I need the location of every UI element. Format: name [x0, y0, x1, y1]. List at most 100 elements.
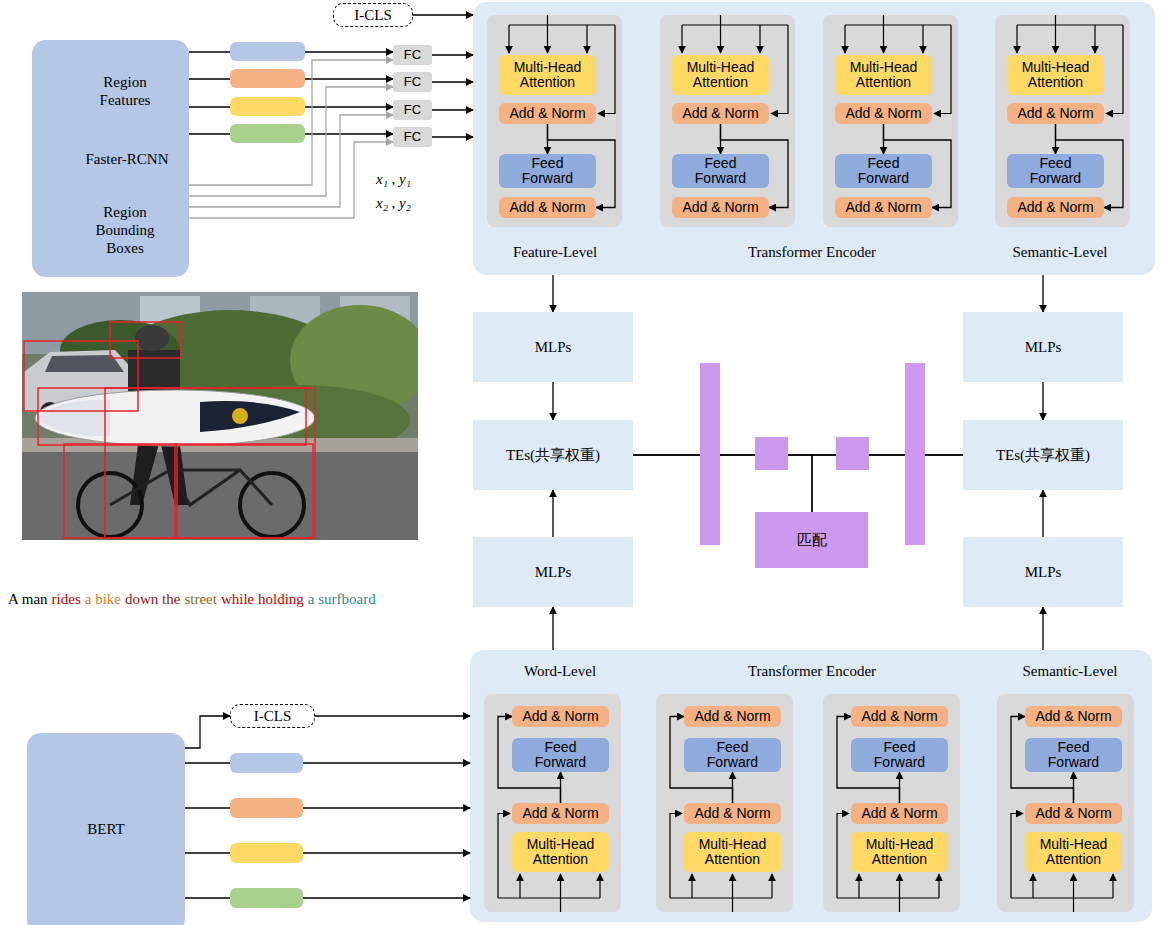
- connector: [1042, 382, 1043, 420]
- node-label: Add & Norm: [1035, 806, 1111, 821]
- mlp-box: MLPs: [473, 312, 633, 382]
- node-label: Add & Norm: [861, 709, 937, 724]
- word-token: [230, 843, 303, 863]
- connector: [670, 717, 733, 804]
- encoder-panel: Feature-LevelTransformer EncoderSemantic…: [473, 2, 1155, 275]
- add-norm-box: Add & Norm: [851, 706, 948, 727]
- node-label: Feed Forward: [681, 156, 761, 187]
- add-norm-box: Add & Norm: [672, 197, 769, 218]
- text-slot: Region Bounding Boxes: [85, 203, 165, 257]
- node-label: Add & Norm: [1035, 709, 1111, 724]
- node-label: Multi-Head Attention: [687, 837, 779, 868]
- node-label: 匹配: [797, 531, 827, 549]
- node-label: Word-Level: [524, 662, 596, 680]
- matching-box: 匹配: [755, 512, 868, 568]
- bike-frame: [110, 470, 272, 505]
- coordinate-label: x₂ , y₂: [376, 194, 411, 212]
- feed-forward-box: Feed Forward: [851, 738, 948, 772]
- add-norm-box: Add & Norm: [684, 803, 781, 824]
- word-token: [230, 753, 303, 773]
- cls-token: I-CLS: [333, 3, 413, 27]
- add-norm-box: Add & Norm: [835, 197, 932, 218]
- matching-bar: [700, 363, 720, 545]
- fc-box: FC: [393, 45, 432, 65]
- node-label: Add & Norm: [522, 709, 598, 724]
- connector: [185, 716, 230, 748]
- region-box: [175, 444, 313, 538]
- add-norm-box: Add & Norm: [672, 103, 769, 124]
- node-label: Feed Forward: [1016, 156, 1096, 187]
- connector: [432, 109, 473, 110]
- add-norm-box: Add & Norm: [1025, 706, 1122, 727]
- add-norm-box: Add & Norm: [1025, 803, 1122, 824]
- node-label: FC: [404, 130, 421, 144]
- matching-bar: [905, 363, 925, 545]
- connector: [432, 54, 473, 55]
- node-label: Transformer Encoder: [748, 662, 876, 680]
- feature-token: [230, 97, 305, 116]
- coordinate-label: x₁ , y₁: [376, 170, 411, 188]
- text-slot: Region Features: [85, 73, 165, 109]
- node-label: TEs(共享权重): [996, 446, 1090, 464]
- node-label: Multi-Head Attention: [515, 837, 607, 868]
- caption-word: a surfboard: [308, 590, 376, 608]
- node-label: Add & Norm: [522, 806, 598, 821]
- node-label: MLPs: [535, 563, 572, 581]
- node-label: Add & Norm: [682, 200, 758, 215]
- connector: [837, 717, 900, 804]
- residual-wires: [498, 814, 600, 913]
- attention-box: Multi-Head Attention: [835, 55, 932, 95]
- connector: [1011, 717, 1074, 804]
- residual-wires: [837, 814, 939, 913]
- add-norm-box: Add & Norm: [1007, 197, 1104, 218]
- region-box: [64, 444, 177, 538]
- node-label: I-CLS: [254, 707, 292, 725]
- encoder-panel: Word-LevelTransformer EncoderSemantic-Le…: [470, 650, 1152, 922]
- node-label: Multi-Head Attention: [502, 60, 594, 91]
- node-label: Feed Forward: [1034, 740, 1114, 771]
- feed-forward-box: Feed Forward: [512, 738, 609, 772]
- node-label: Feed Forward: [860, 740, 940, 771]
- node-label: Add & Norm: [1017, 106, 1093, 121]
- node-label: MLPs: [1025, 563, 1062, 581]
- node-label: FC: [404, 75, 421, 89]
- feed-forward-box: Feed Forward: [684, 738, 781, 772]
- residual-wires: [670, 814, 772, 913]
- bert-box: BERT: [27, 733, 185, 925]
- feed-forward-box: Feed Forward: [672, 154, 769, 188]
- residual-wires: [845, 15, 951, 114]
- node-label: Add & Norm: [694, 709, 770, 724]
- text-slot: Transformer Encoder: [712, 243, 912, 261]
- caption-word: a bike: [85, 590, 121, 608]
- mlp-box: MLPs: [963, 537, 1123, 607]
- attention-box: Multi-Head Attention: [684, 832, 781, 872]
- connector: [185, 807, 470, 808]
- node-label: Add & Norm: [845, 106, 921, 121]
- helmet: [135, 325, 169, 351]
- node-label: Multi-Head Attention: [675, 60, 767, 91]
- caption-word: street: [184, 590, 216, 608]
- node-label: Feed Forward: [844, 156, 924, 187]
- node-label: Semantic-Level: [1013, 243, 1108, 261]
- connector: [413, 14, 473, 15]
- cls-token: I-CLS: [230, 704, 315, 728]
- connector: [189, 142, 393, 218]
- node-label: Region Bounding Boxes: [85, 203, 165, 257]
- region-box: [110, 322, 181, 358]
- connector: [185, 897, 470, 898]
- attention-box: Multi-Head Attention: [1025, 832, 1122, 872]
- node-label: MLPs: [1025, 338, 1062, 356]
- fc-box: FC: [393, 100, 432, 120]
- connector: [548, 124, 616, 208]
- surfboard-logo: [232, 408, 248, 424]
- add-norm-box: Add & Norm: [499, 197, 596, 218]
- attention-box: Multi-Head Attention: [512, 832, 609, 872]
- add-norm-box: Add & Norm: [684, 706, 781, 727]
- attention-box: Multi-Head Attention: [1007, 55, 1104, 95]
- feed-forward-box: Feed Forward: [499, 154, 596, 188]
- word-token: [230, 888, 303, 908]
- attention-box: Multi-Head Attention: [851, 832, 948, 872]
- text-slot: Feature-Level: [455, 243, 655, 261]
- surfboard: [35, 390, 315, 446]
- node-label: FC: [404, 103, 421, 117]
